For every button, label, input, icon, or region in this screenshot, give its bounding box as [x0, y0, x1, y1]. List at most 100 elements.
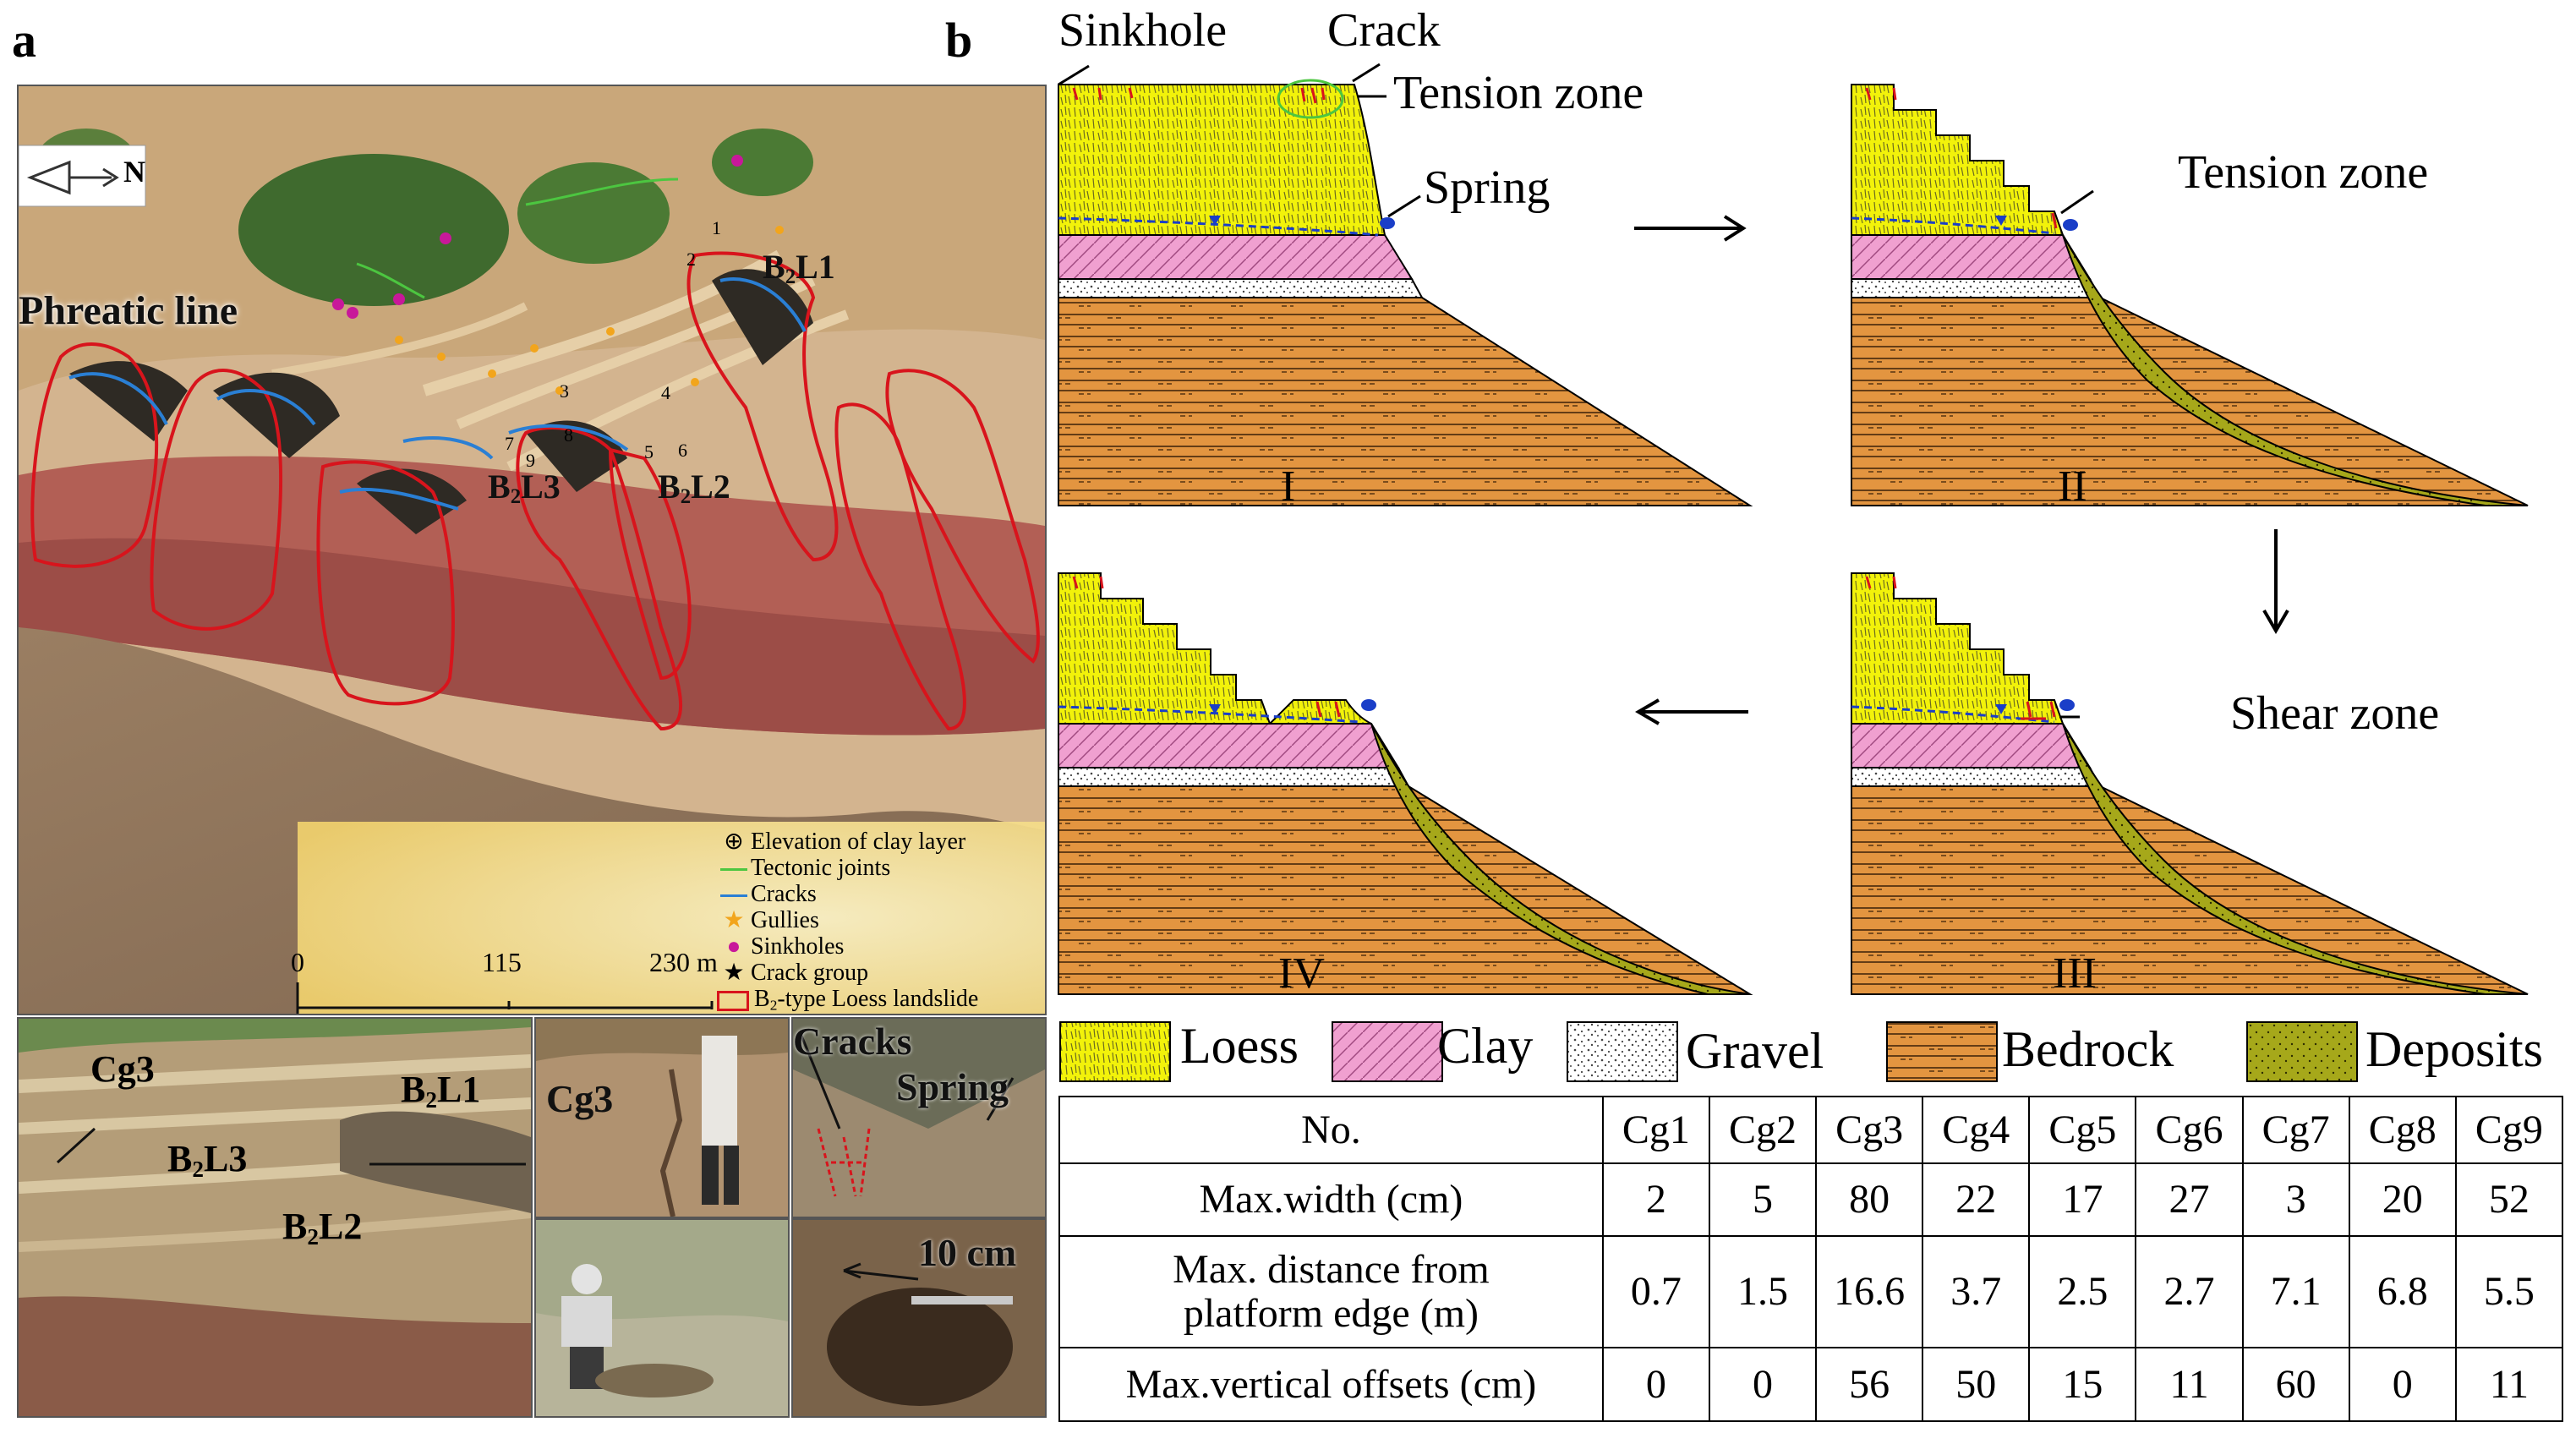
legend-bedrock-label: Bedrock	[2002, 1021, 2174, 1077]
legend-clay-elevation: ⊕Elevation of clay layer	[717, 829, 1045, 855]
crack-group-table: No. Cg1 Cg2 Cg3 Cg4 Cg5 Cg6 Cg7 Cg8 Cg9 …	[1058, 1095, 2564, 1423]
orange-star-icon: ★	[723, 907, 745, 933]
stage-II-profile	[1851, 84, 2529, 506]
table-cell: 17	[2028, 1162, 2137, 1237]
sinkhole-annotation: Sinkhole	[1058, 4, 1228, 57]
red-box-icon	[717, 990, 749, 1011]
cracks-photo-label: Cracks	[793, 1020, 912, 1063]
table-cell: 2.5	[2028, 1234, 2137, 1348]
tension-zone-annotation-2: Tension zone	[2178, 146, 2429, 199]
phreatic-line-label: Phreatic line	[19, 288, 238, 333]
table-cell: 15	[2028, 1346, 2137, 1423]
b2l2-photo-label: B2L2	[282, 1206, 363, 1250]
legend-loess-label: Loess	[1180, 1018, 1299, 1074]
crack-num-2: 2	[686, 249, 696, 270]
table-header-cell: Cg9	[2454, 1095, 2564, 1165]
b2l2-map-label: B2L2	[658, 468, 730, 509]
table-cell: 52	[2454, 1162, 2564, 1237]
tension-zone-annotation-1: Tension zone	[1393, 67, 1644, 119]
table-cell: 2.7	[2135, 1234, 2244, 1348]
north-label: N	[123, 155, 145, 189]
table-cell: 0	[2348, 1346, 2457, 1423]
table-cell: 16.6	[1815, 1234, 1924, 1348]
photo-overview-drawing	[19, 1019, 531, 1416]
table-header-row: No. Cg1 Cg2 Cg3 Cg4 Cg5 Cg6 Cg7 Cg8 Cg9	[1058, 1095, 2564, 1165]
table-header-cell: Cg6	[2135, 1095, 2244, 1165]
crack-num-6: 6	[678, 440, 687, 461]
legend-deposits-label: Deposits	[2365, 1021, 2543, 1077]
table-row: Max.vertical offsets (cm) 0 0 56 50 15 1…	[1058, 1346, 2564, 1423]
table-header-cell: Cg8	[2348, 1095, 2457, 1165]
table-cell: 11	[2454, 1346, 2564, 1423]
table-cell: 7.1	[2241, 1234, 2350, 1348]
crack-num-9: 9	[526, 450, 535, 471]
spring-annotation: Spring	[1424, 161, 1551, 214]
legend-landslide: B2-type Loess landslide	[717, 986, 1045, 1014]
b2l1-map-label: B2L1	[763, 248, 835, 289]
scale-tick-0: 0	[291, 947, 304, 977]
cg3-overview-label: Cg3	[90, 1048, 155, 1090]
scale-tick-230: 230 m	[649, 947, 718, 977]
row-label: Max.width (cm)	[1058, 1162, 1604, 1237]
table-cell: 3	[2241, 1162, 2350, 1237]
stage-III-profile	[1851, 572, 2529, 995]
stage-label-II: II	[2058, 462, 2087, 511]
table-row: Max.width (cm) 2 5 80 22 17 27 3 20 52	[1058, 1162, 2564, 1237]
magenta-dot-icon: ●	[726, 933, 741, 960]
b2l1-photo-label: B2L1	[401, 1069, 481, 1113]
stage-I-profile	[1058, 63, 1753, 506]
stage-IV-profile	[1058, 572, 1753, 995]
table-cell: 3.7	[1922, 1234, 2031, 1348]
crack-num-4: 4	[661, 382, 670, 403]
blue-line-icon	[717, 894, 751, 898]
green-line-icon	[717, 868, 751, 872]
photo-10cm-crack: 10 cm	[791, 1218, 1047, 1418]
shear-zone-annotation: Shear zone	[2230, 687, 2440, 740]
table-cell: 20	[2348, 1162, 2457, 1237]
photo-cracks-spring: Cracks Spring	[791, 1017, 1047, 1218]
arrow-III-to-IV	[1635, 698, 1748, 725]
table-cell: 5.5	[2454, 1234, 2564, 1348]
table-header-cell: Cg4	[1922, 1095, 2031, 1165]
scale-tick-115: 115	[482, 947, 522, 977]
table-cell: 0.7	[1601, 1234, 1710, 1348]
legend-clay-label: Clay	[1437, 1018, 1534, 1074]
table-header-cell: No.	[1058, 1095, 1604, 1165]
legend-cracks: Cracks	[717, 881, 1045, 907]
table-cell: 56	[1815, 1346, 1924, 1423]
legend-tectonic-joints: Tectonic joints	[717, 855, 1045, 881]
photo-cracks-drawing	[793, 1019, 1045, 1217]
ten-cm-photo-label: 10 cm	[918, 1231, 1017, 1274]
table-cell: 80	[1815, 1162, 1924, 1237]
photo-cg3-drawing	[536, 1019, 788, 1217]
table-cell: 0	[1708, 1346, 1818, 1423]
black-star-icon: ★	[723, 960, 745, 986]
table-cell: 5	[1708, 1162, 1818, 1237]
b2l3-map-label: B2L3	[488, 468, 561, 509]
photo-person-survey	[534, 1218, 790, 1418]
table-cell: 1.5	[1708, 1234, 1818, 1348]
table-header-cell: Cg5	[2028, 1095, 2137, 1165]
legend-sinkholes: ●Sinkholes	[717, 933, 1045, 960]
photo-person-drawing	[536, 1220, 788, 1416]
map-legend: ⊕Elevation of clay layer Tectonic joints…	[717, 829, 1045, 1014]
table-cell: 50	[1922, 1346, 2031, 1423]
aerial-map-drawing	[19, 86, 1045, 1014]
table-header-cell: Cg3	[1815, 1095, 1924, 1165]
stage-label-III: III	[2053, 949, 2097, 998]
panel-a-letter: a	[12, 13, 36, 68]
photo-overview: Cg3 B2L1 B2L3 B2L2	[17, 1017, 533, 1418]
photo-10cm-drawing	[793, 1220, 1045, 1416]
table-header-cell: Cg1	[1601, 1095, 1710, 1165]
lithology-legend: Loess Clay Gravel Bedrock Deposits	[1058, 1017, 2563, 1085]
table-cell: 27	[2135, 1162, 2244, 1237]
table-cell: 2	[1601, 1162, 1710, 1237]
circle-cross-icon: ⊕	[724, 829, 744, 855]
crack-num-8: 8	[564, 424, 573, 446]
crack-num-5: 5	[644, 441, 654, 462]
legend-crack-group: ★Crack group	[717, 960, 1045, 986]
table-cell: 0	[1601, 1346, 1710, 1423]
crack-num-1: 1	[712, 217, 721, 238]
